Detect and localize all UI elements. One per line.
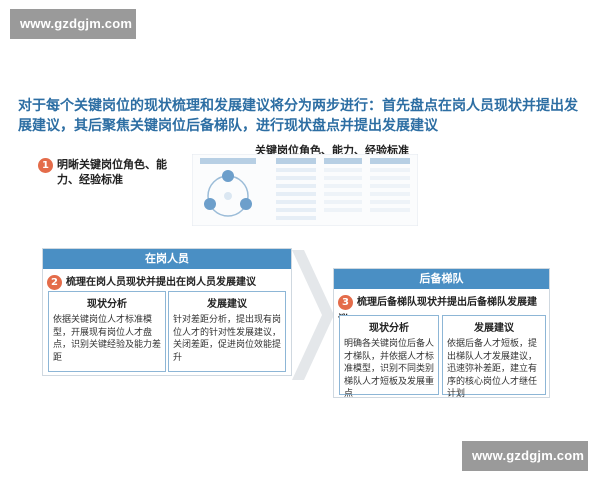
card-body: 依据后备人才短板，提出梯队人才发展建议，迅速弥补差距，建立有序的核心岗位人才继任…: [447, 339, 538, 399]
successor-section: 后备梯队 3梳理后备梯队现状并提出后备梯队发展建议 现状分析 明确各关键岗位后备…: [333, 268, 550, 399]
step-1-text: 明晰关键岗位角色、能力、经验标准: [57, 158, 167, 186]
competency-diagram-thumbnail: [192, 154, 418, 226]
incumbent-suggestion-card: 发展建议 针对差距分析，提出现有岗位人才的针对性发展建议，关闭差距，促进岗位效能…: [168, 291, 286, 372]
incumbent-header-bar: 在岗人员: [43, 249, 291, 269]
step-3-badge: 3: [338, 294, 353, 310]
card-body: 明确各关键岗位后备人才梯队，并依据人才标准模型，识别不同类别梯队人才短板及发展重…: [344, 339, 435, 399]
card-title: 现状分析: [369, 323, 409, 334]
card-title: 发展建议: [207, 299, 247, 310]
chevron-right-arrow: [292, 250, 334, 380]
card-body: 针对差距分析，提出现有岗位人才的针对性发展建议，关闭差距，促进岗位效能提升: [173, 315, 282, 363]
successor-suggestion-card: 发展建议 依据后备人才短板，提出梯队人才发展建议，迅速弥补差距，建立有序的核心岗…: [442, 315, 546, 399]
watermark-bottom[interactable]: www.gzdgjm.com: [462, 441, 588, 471]
successor-header-bar: 后备梯队: [334, 269, 549, 289]
page-headline: 对于每个关键岗位的现状梳理和发展建议将分为两步进行：首先盘点在岗人员现状并提出发…: [18, 98, 578, 134]
incumbent-status-card: 现状分析 依据关键岗位人才标准模型，开展现有岗位人才盘点，识别关键经验及能力差距: [48, 291, 166, 372]
step-2-badge: 2: [47, 274, 62, 290]
successor-status-card: 现状分析 明确各关键岗位后备人才梯队，并依据人才标准模型，识别不同类别梯队人才短…: [339, 315, 439, 399]
card-title: 现状分析: [87, 299, 127, 310]
watermark-top[interactable]: www.gzdgjm.com: [10, 9, 136, 39]
incumbent-section: 在岗人员 2 梳理在岗人员现状并提出在岗人员发展建议 现状分析 依据关键岗位人才标…: [42, 248, 292, 376]
card-body: 依据关键岗位人才标准模型，开展现有岗位人才盘点，识别关键经验及能力差距: [53, 315, 162, 363]
step-2: 2 梳理在岗人员现状并提出在岗人员发展建议: [43, 269, 291, 293]
step-1-badge: 1: [38, 157, 53, 173]
card-title: 发展建议: [474, 323, 514, 334]
step-2-text: 梳理在岗人员现状并提出在岗人员发展建议: [66, 277, 256, 288]
